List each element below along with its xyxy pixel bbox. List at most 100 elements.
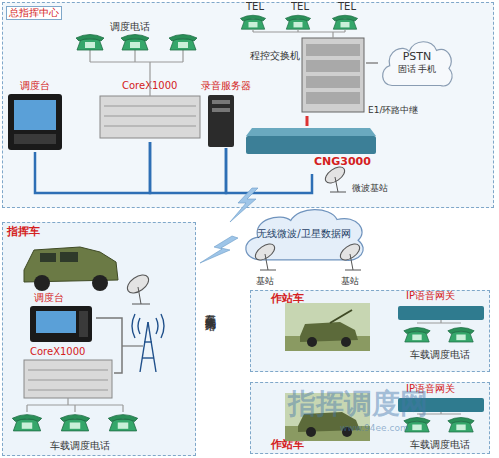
voip-gateway-device xyxy=(398,398,484,412)
console-device xyxy=(8,94,62,150)
phone-wires xyxy=(440,320,441,323)
connector-line xyxy=(96,318,122,373)
phone-wires xyxy=(440,412,441,414)
command-vehicle xyxy=(24,247,118,282)
network-label: 车载无线宽带网络 xyxy=(204,305,217,313)
pbx-device xyxy=(302,38,364,112)
dish-antenna xyxy=(323,164,348,186)
phone-wires xyxy=(252,30,253,32)
console-device xyxy=(14,100,56,130)
pbx-device xyxy=(302,38,364,112)
wireless-bolt xyxy=(200,188,258,263)
radio-tower xyxy=(122,345,143,346)
console-device xyxy=(14,134,56,144)
radio-tower xyxy=(132,314,135,338)
station-vehicle-photo xyxy=(342,427,352,437)
node-title: CoreX1000 xyxy=(122,80,177,92)
station-vehicle-photo xyxy=(285,426,370,441)
phone-wires xyxy=(27,404,123,405)
connector-line xyxy=(35,142,150,193)
phone-icons xyxy=(169,35,197,51)
corex-device xyxy=(28,380,108,381)
phone-label: TEL xyxy=(246,1,264,13)
radio-tower xyxy=(138,318,140,334)
server-device xyxy=(212,100,230,104)
phone-wires xyxy=(417,413,461,414)
dish-antenna xyxy=(253,241,278,263)
connector-line xyxy=(226,148,312,193)
node-title: IP语音网关 xyxy=(406,383,455,395)
gateway-device xyxy=(246,128,376,154)
dish-antenna xyxy=(265,254,268,270)
station-vehicle-photo xyxy=(300,322,358,342)
command-center-region: 总指挥中心调度台CoreX1000录音服务器程控交换机CNG3000PSTN固话… xyxy=(2,2,494,208)
voip-gateway: IP语音网关 xyxy=(396,383,486,415)
pbx-device xyxy=(306,60,360,72)
recording-server: 录音服务器 xyxy=(200,78,252,148)
node-title: 指挥车 xyxy=(7,226,40,238)
corex-device xyxy=(100,96,200,138)
phone-icons xyxy=(448,417,474,432)
command-vehicle xyxy=(34,275,50,291)
phone-wires xyxy=(90,30,345,96)
corex-device xyxy=(24,360,112,398)
pstn-cloud: PSTN固话 手机 xyxy=(378,36,456,90)
station-vehicle-region: 作站车 IP语音网关 xyxy=(250,382,490,454)
command-vehicle xyxy=(92,275,108,291)
voip-gateway: IP语音网关 xyxy=(396,290,486,322)
gateway-box: CNG3000 xyxy=(244,126,380,174)
node-title: 调度台 xyxy=(34,292,64,304)
station-label: 基站 xyxy=(341,275,359,287)
connector-line xyxy=(150,142,226,193)
server-device xyxy=(212,108,230,112)
phone-label: TEL xyxy=(291,1,309,13)
connector-line xyxy=(306,116,309,126)
phone-wires xyxy=(253,31,345,32)
phone-label: TEL xyxy=(338,1,356,13)
station-label: 基站 xyxy=(256,275,274,287)
network-cloud: 无线微波/卫星数据网 xyxy=(238,203,370,265)
phone-wires xyxy=(134,50,135,62)
station-vehicle-region: 作站车IP语音网关 xyxy=(250,290,490,372)
pbx-switch: 程控交换机 xyxy=(248,36,366,116)
corex-device xyxy=(24,360,112,398)
station-vehicle-photo xyxy=(285,393,370,441)
wireless-bolt xyxy=(200,236,238,263)
station-vehicle-photo xyxy=(307,337,317,347)
station-vehicle-photo xyxy=(330,310,352,323)
corex-switch: CoreX1000 xyxy=(98,78,202,142)
command-vehicle xyxy=(24,247,118,291)
station-vehicle-photo xyxy=(285,303,370,351)
connector-line xyxy=(366,62,378,64)
phone-wires xyxy=(74,405,75,412)
node-title: 总指挥中心 xyxy=(6,6,62,20)
phone-wires xyxy=(27,320,461,414)
phone-group-label: 车载调度电话 xyxy=(410,349,470,361)
node-title: 无线微波/卫星数据网 xyxy=(257,228,350,240)
node-title: 作站车 xyxy=(271,439,304,451)
dish-antenna xyxy=(330,192,346,193)
corex-device xyxy=(28,390,108,391)
radio-tower xyxy=(140,322,148,372)
watermark-url: www.94ee.com xyxy=(340,422,409,434)
station-vehicle-photo xyxy=(285,393,370,441)
phone-wires xyxy=(67,398,68,405)
phone-group-label: 车载调度电话 xyxy=(410,439,470,451)
radio-tower xyxy=(142,357,154,358)
node-title: IP语音网关 xyxy=(406,290,455,302)
radio-tower xyxy=(148,322,156,372)
phone-wires xyxy=(344,30,345,32)
phone-wires xyxy=(26,405,27,412)
station-vehicle-photo xyxy=(285,303,370,351)
dish-antenna xyxy=(132,304,150,305)
gateway-device xyxy=(246,128,376,136)
corex-device xyxy=(104,116,196,117)
radio-tower xyxy=(122,314,164,372)
node-title: PSTN xyxy=(403,51,432,63)
phone-wires xyxy=(89,50,90,62)
cloud-outline xyxy=(378,36,456,90)
phone-icons xyxy=(12,327,474,432)
phone-icons xyxy=(240,15,265,29)
